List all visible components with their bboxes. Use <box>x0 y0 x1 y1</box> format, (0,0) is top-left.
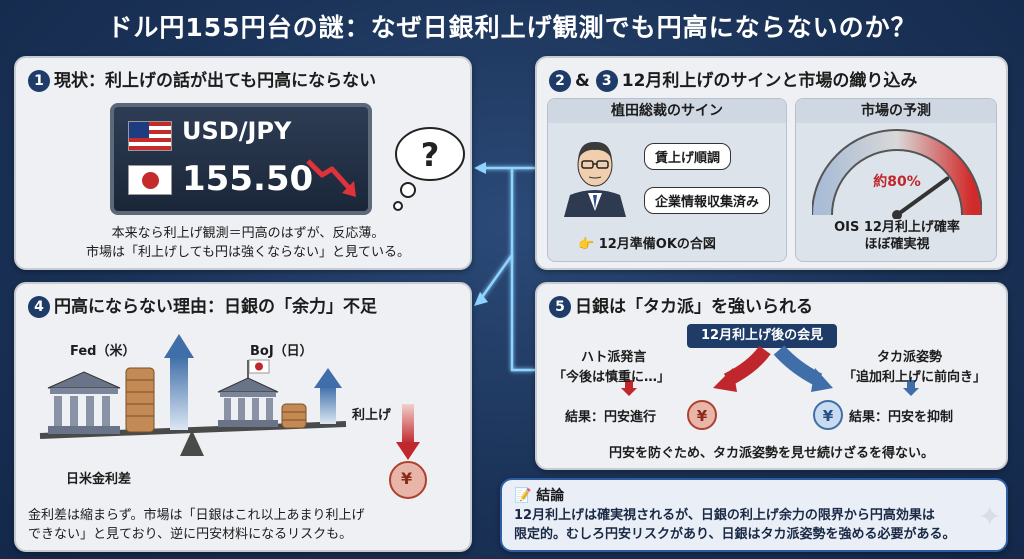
hawkish-result: 結果：円安を抑制 <box>849 410 954 425</box>
press-conference-label: 12月利上げ後の会見 <box>687 324 838 348</box>
yen-coin-strong-icon: ¥ <box>813 400 843 430</box>
question-cloud-icon: ? <box>393 127 465 211</box>
yen-symbol: ¥ <box>401 469 413 488</box>
fed-label: Fed（米） <box>70 344 136 359</box>
dovish-arrow-icon <box>713 368 737 392</box>
conclusion-heading: 📝 結論 <box>514 488 565 504</box>
dovish-down-arrow-icon <box>621 380 637 396</box>
hawkish-arrow-icon <box>811 368 833 392</box>
panel2-heading-text: 12月利上げのサインと市場の織り込み <box>621 71 918 91</box>
svg-text:?: ? <box>421 136 440 174</box>
ueda-signal-box: 植田総裁のサイン 賃上げ順調 企業情報収集済み 👉 12月準備OKの合図 <box>547 98 787 262</box>
panel1-description: 本来なら利上げ観測＝円高のはずが、反応薄。 市場は「利上げしても円は強くならない… <box>38 224 458 262</box>
panel4-text-line2: できない」と見ており、逆に円安材料になるリスクも。 <box>28 527 353 542</box>
currency-pair: USD/JPY <box>182 117 292 145</box>
hawkish-quote: 「追加利上げに前向き」 <box>843 370 987 385</box>
boj-coin-stack-icon <box>281 403 307 429</box>
panel4-number: 4 <box>28 296 50 318</box>
governor-portrait-icon <box>564 141 626 217</box>
balance-fulcrum <box>180 430 204 456</box>
probability-gauge <box>812 129 982 219</box>
panel1-text-line2: 市場は「利上げしても円は強くならない」と見ている。 <box>86 245 410 260</box>
speech-bubble-corporate: 企業情報収集済み <box>644 187 771 214</box>
dovish-result: 結果：円安進行 <box>565 410 657 425</box>
panel4-text-line1: 金利差は縮まらず。市場は「日銀はこれ以上あまり利上げ <box>28 508 365 523</box>
yen-coin-weak-icon: ¥ <box>687 400 717 430</box>
conclusion-line2: 限定的。むしろ円安リスクがあり、日銀はタカ派姿勢を強める必要がある。 <box>514 527 956 542</box>
boj-bank-icon <box>217 359 279 427</box>
exchange-rate: 155.50 <box>182 159 314 199</box>
down-trend-arrow-icon <box>306 159 356 197</box>
panel4-description: 金利差は縮まらず。市場は「日銀はこれ以上あまり利上げ できない」と見ており、逆に… <box>28 506 464 544</box>
ueda-signal-title: 植田総裁のサイン <box>548 99 786 123</box>
panel5-number: 5 <box>549 296 571 318</box>
panel1-number: 1 <box>28 70 50 92</box>
panel5-summary: 円安を防ぐため、タカ派姿勢を見せ続けざるを得ない。 <box>608 446 934 461</box>
split-arrows <box>621 345 919 396</box>
gauge-caption-line2: ほぼ確実視 <box>864 237 930 252</box>
fed-coin-stack-icon <box>125 367 155 433</box>
rate-spread-label: 日米金利差 <box>66 472 132 487</box>
panel5-heading-text: 日銀は「タカ派」を強いられる <box>575 297 813 317</box>
gauge-needle <box>895 176 950 217</box>
conclusion-line1: 12月利上げは確実視されるが、日銀の利上げ余力の限界から円高効果は <box>514 508 935 523</box>
panel1-heading-text: 現状：利上げの話が出ても円高にならない <box>54 71 377 91</box>
fed-bank-icon <box>47 371 121 434</box>
hawkish-title: タカ派姿勢 <box>877 350 943 365</box>
boj-label: BoJ（日） <box>250 344 313 359</box>
market-forecast-box: 市場の予測 約80% OIS 12月利上げ確率 ほぼ確実視 <box>795 98 997 262</box>
gauge-caption-line1: OIS 12月利上げ確率 <box>834 220 960 235</box>
panel4-heading-text: 円高にならない理由：日銀の「余力」不足 <box>54 297 377 317</box>
panel2-amp: & <box>575 71 590 91</box>
panel1-text-line1: 本来なら利上げ観測＝円高のはずが、反応薄。 <box>111 226 385 241</box>
boj-small-up-arrow-icon <box>314 368 342 424</box>
panel2-number: 2 <box>549 70 571 92</box>
speech-bubble-wages: 賃上げ順調 <box>644 143 732 170</box>
rate-hike-down-arrow-icon <box>396 404 420 460</box>
conclusion-box: 📝 結論 12月利上げは確実視されるが、日銀の利上げ余力の限界から円高効果は 限… <box>500 478 1008 552</box>
usdjpy-ticker: USD/JPY 155.50 <box>110 103 372 215</box>
panel3-number: 3 <box>595 70 618 92</box>
fed-up-arrow-icon <box>164 334 194 430</box>
sparkle-icon: ✦ <box>978 500 1002 533</box>
gauge-percentage: 約80% <box>873 174 921 190</box>
yen-coin-icon <box>389 461 427 499</box>
hawkish-down-arrow-icon <box>903 380 919 396</box>
page-title: ドル円155円台の謎：なぜ日銀利上げ観測でも円高にならないのか？ <box>107 13 917 42</box>
dovish-quote: 「今後は慎重に…」 <box>553 370 671 385</box>
japan-flag-icon <box>128 165 172 195</box>
conclusion-text: 12月利上げは確実視されるが、日銀の利上げ余力の限界から円高効果は 限定的。むし… <box>514 506 994 544</box>
rate-hike-label: 利上げ <box>352 408 392 423</box>
december-ready-signal: 👉 12月準備OKの合図 <box>578 237 716 252</box>
gauge-caption: OIS 12月利上げ確率 ほぼ確実視 <box>796 219 998 253</box>
us-flag-icon <box>128 121 172 151</box>
dovish-title: ハト派発言 <box>581 350 647 365</box>
rate-differential-scale <box>39 334 427 499</box>
market-forecast-title: 市場の予測 <box>796 99 996 123</box>
